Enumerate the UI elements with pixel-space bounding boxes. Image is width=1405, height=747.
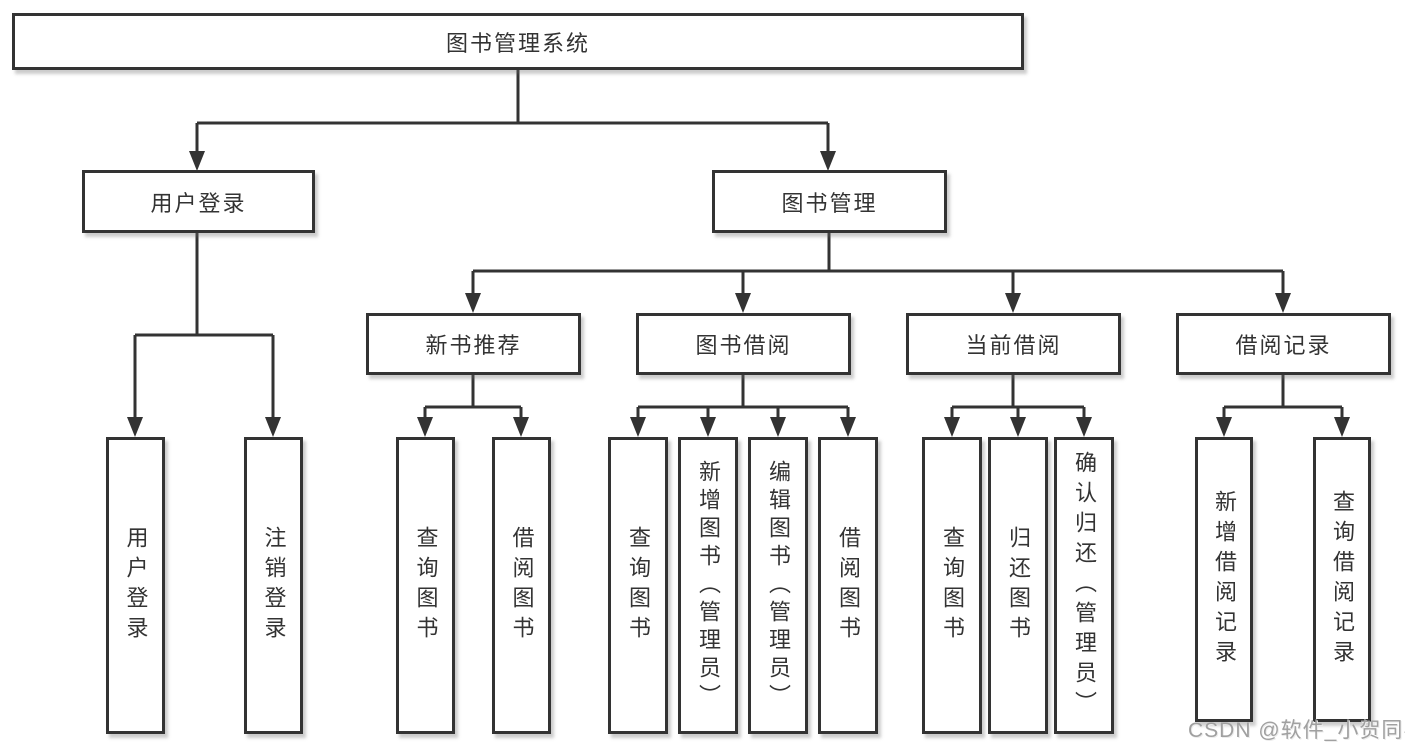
node-leaf-borrow-books-borrowing: 借阅图书 <box>818 437 878 734</box>
node-book-management: 图书管理 <box>712 170 947 233</box>
node-leaf-search-books-borrowing: 查询图书 <box>608 437 668 734</box>
node-leaf-search-books-current: 查询图书 <box>922 437 982 734</box>
node-new-book-recommend: 新书推荐 <box>366 313 581 375</box>
node-leaf-logout: 注销登录 <box>244 437 303 734</box>
node-borrow-records: 借阅记录 <box>1176 313 1391 375</box>
node-leaf-edit-book-admin: 编辑图书（管理员） <box>748 437 808 734</box>
node-leaf-borrow-books-recommend: 借阅图书 <box>492 437 551 734</box>
connector-lines <box>133 70 1344 421</box>
node-leaf-return-book: 归还图书 <box>988 437 1048 734</box>
watermark: CSDN @软件_小贺同学 <box>1188 719 1405 742</box>
node-user-login: 用户登录 <box>82 170 315 233</box>
node-current-borrowing: 当前借阅 <box>906 313 1121 375</box>
node-leaf-add-borrow-record: 新增借阅记录 <box>1195 437 1253 722</box>
node-leaf-confirm-return-admin: 确认归还（管理员） <box>1054 437 1114 734</box>
node-book-borrowing: 图书借阅 <box>636 313 851 375</box>
node-leaf-search-borrow-record: 查询借阅记录 <box>1313 437 1371 722</box>
node-root: 图书管理系统 <box>12 13 1024 70</box>
arrowhead-icon <box>127 151 1350 437</box>
node-leaf-user-login: 用户登录 <box>106 437 165 734</box>
node-leaf-search-books-recommend: 查询图书 <box>396 437 455 734</box>
node-leaf-add-book-admin: 新增图书（管理员） <box>678 437 738 734</box>
